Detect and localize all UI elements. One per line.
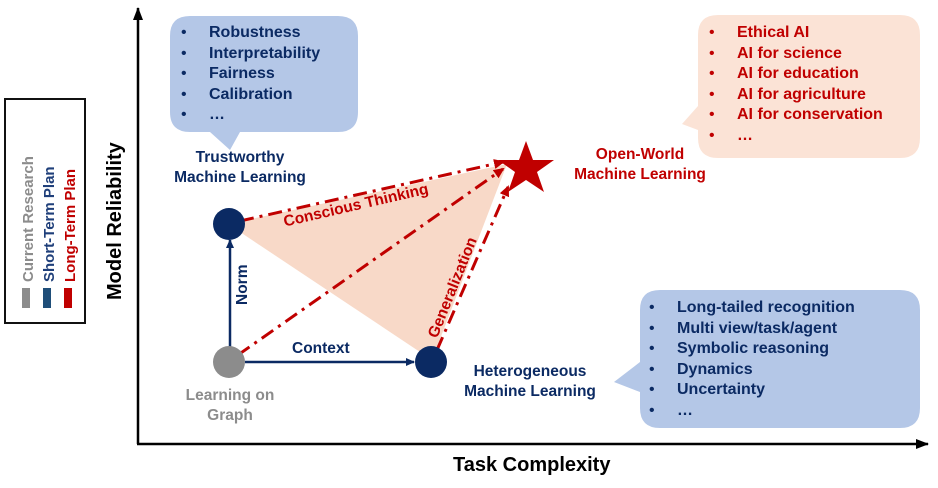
reasoning-triangle [228, 164, 507, 360]
topic-item: Ethical AI [704, 23, 883, 44]
topic-item: Symbolic reasoning [644, 339, 855, 360]
node-open-world-star[interactable] [498, 141, 554, 192]
edge-generalization [435, 185, 510, 351]
topic-item: … [704, 126, 883, 147]
topic-item: AI for agriculture [704, 85, 883, 106]
topic-item: AI for conservation [704, 105, 883, 126]
context-label: Context [292, 340, 350, 357]
topic-item: … [176, 105, 320, 126]
node-learning-on-graph[interactable] [213, 346, 245, 378]
topic-item: AI for science [704, 44, 883, 65]
open-world-label: Open-World Machine Learning [555, 145, 725, 185]
trustworthy-label: Trustworthy Machine Learning [165, 148, 315, 188]
learning-on-graph-label: Learning on Graph [170, 386, 290, 426]
legend-swatch-blue [43, 288, 51, 308]
topic-item: Long-tailed recognition [644, 298, 855, 319]
trustworthy-label-line2: Machine Learning [174, 169, 306, 186]
open-world-label-line1: Open-World [595, 146, 685, 163]
legend: Current Research Short-Term Plan Long-Te… [4, 98, 86, 324]
y-axis-label: Model Reliability [104, 142, 126, 300]
node-heterogeneous[interactable] [415, 346, 447, 378]
topic-item: Interpretability [176, 44, 320, 65]
legend-swatch-gray [22, 288, 30, 308]
topic-item: … [644, 401, 855, 422]
topic-item: Calibration [176, 85, 320, 106]
open-world-label-line2: Machine Learning [574, 166, 706, 183]
node-trustworthy[interactable] [213, 208, 245, 240]
heterogeneous-label: Heterogeneous Machine Learning [455, 362, 605, 402]
legend-short-term-plan: Short-Term Plan [41, 166, 58, 282]
heterogeneous-label-line1: Heterogeneous [473, 363, 587, 380]
open-world-topics: Ethical AI AI for science AI for educati… [704, 23, 883, 147]
trustworthy-label-line1: Trustworthy [195, 149, 285, 166]
heterogeneous-topics: Long-tailed recognition Multi view/task/… [644, 298, 855, 422]
heterogeneous-label-line2: Machine Learning [464, 383, 596, 400]
x-axis-label: Task Complexity [453, 454, 611, 476]
topic-item: Dynamics [644, 360, 855, 381]
legend-swatch-red [64, 288, 72, 308]
legend-current-research: Current Research [20, 156, 37, 282]
edge-diagonal-long-term [237, 167, 505, 357]
trustworthy-topics: Robustness Interpretability Fairness Cal… [176, 23, 320, 126]
learning-on-graph-label-line2: Graph [207, 407, 253, 424]
legend-long-term-plan: Long-Term Plan [62, 168, 79, 282]
topic-item: Multi view/task/agent [644, 319, 855, 340]
topic-item: Robustness [176, 23, 320, 44]
topic-item: Fairness [176, 64, 320, 85]
learning-on-graph-label-line1: Learning on [185, 387, 275, 404]
norm-label: Norm [234, 264, 251, 305]
edge-conscious-thinking [239, 159, 505, 223]
topic-item: Uncertainty [644, 380, 855, 401]
topic-item: AI for education [704, 64, 883, 85]
